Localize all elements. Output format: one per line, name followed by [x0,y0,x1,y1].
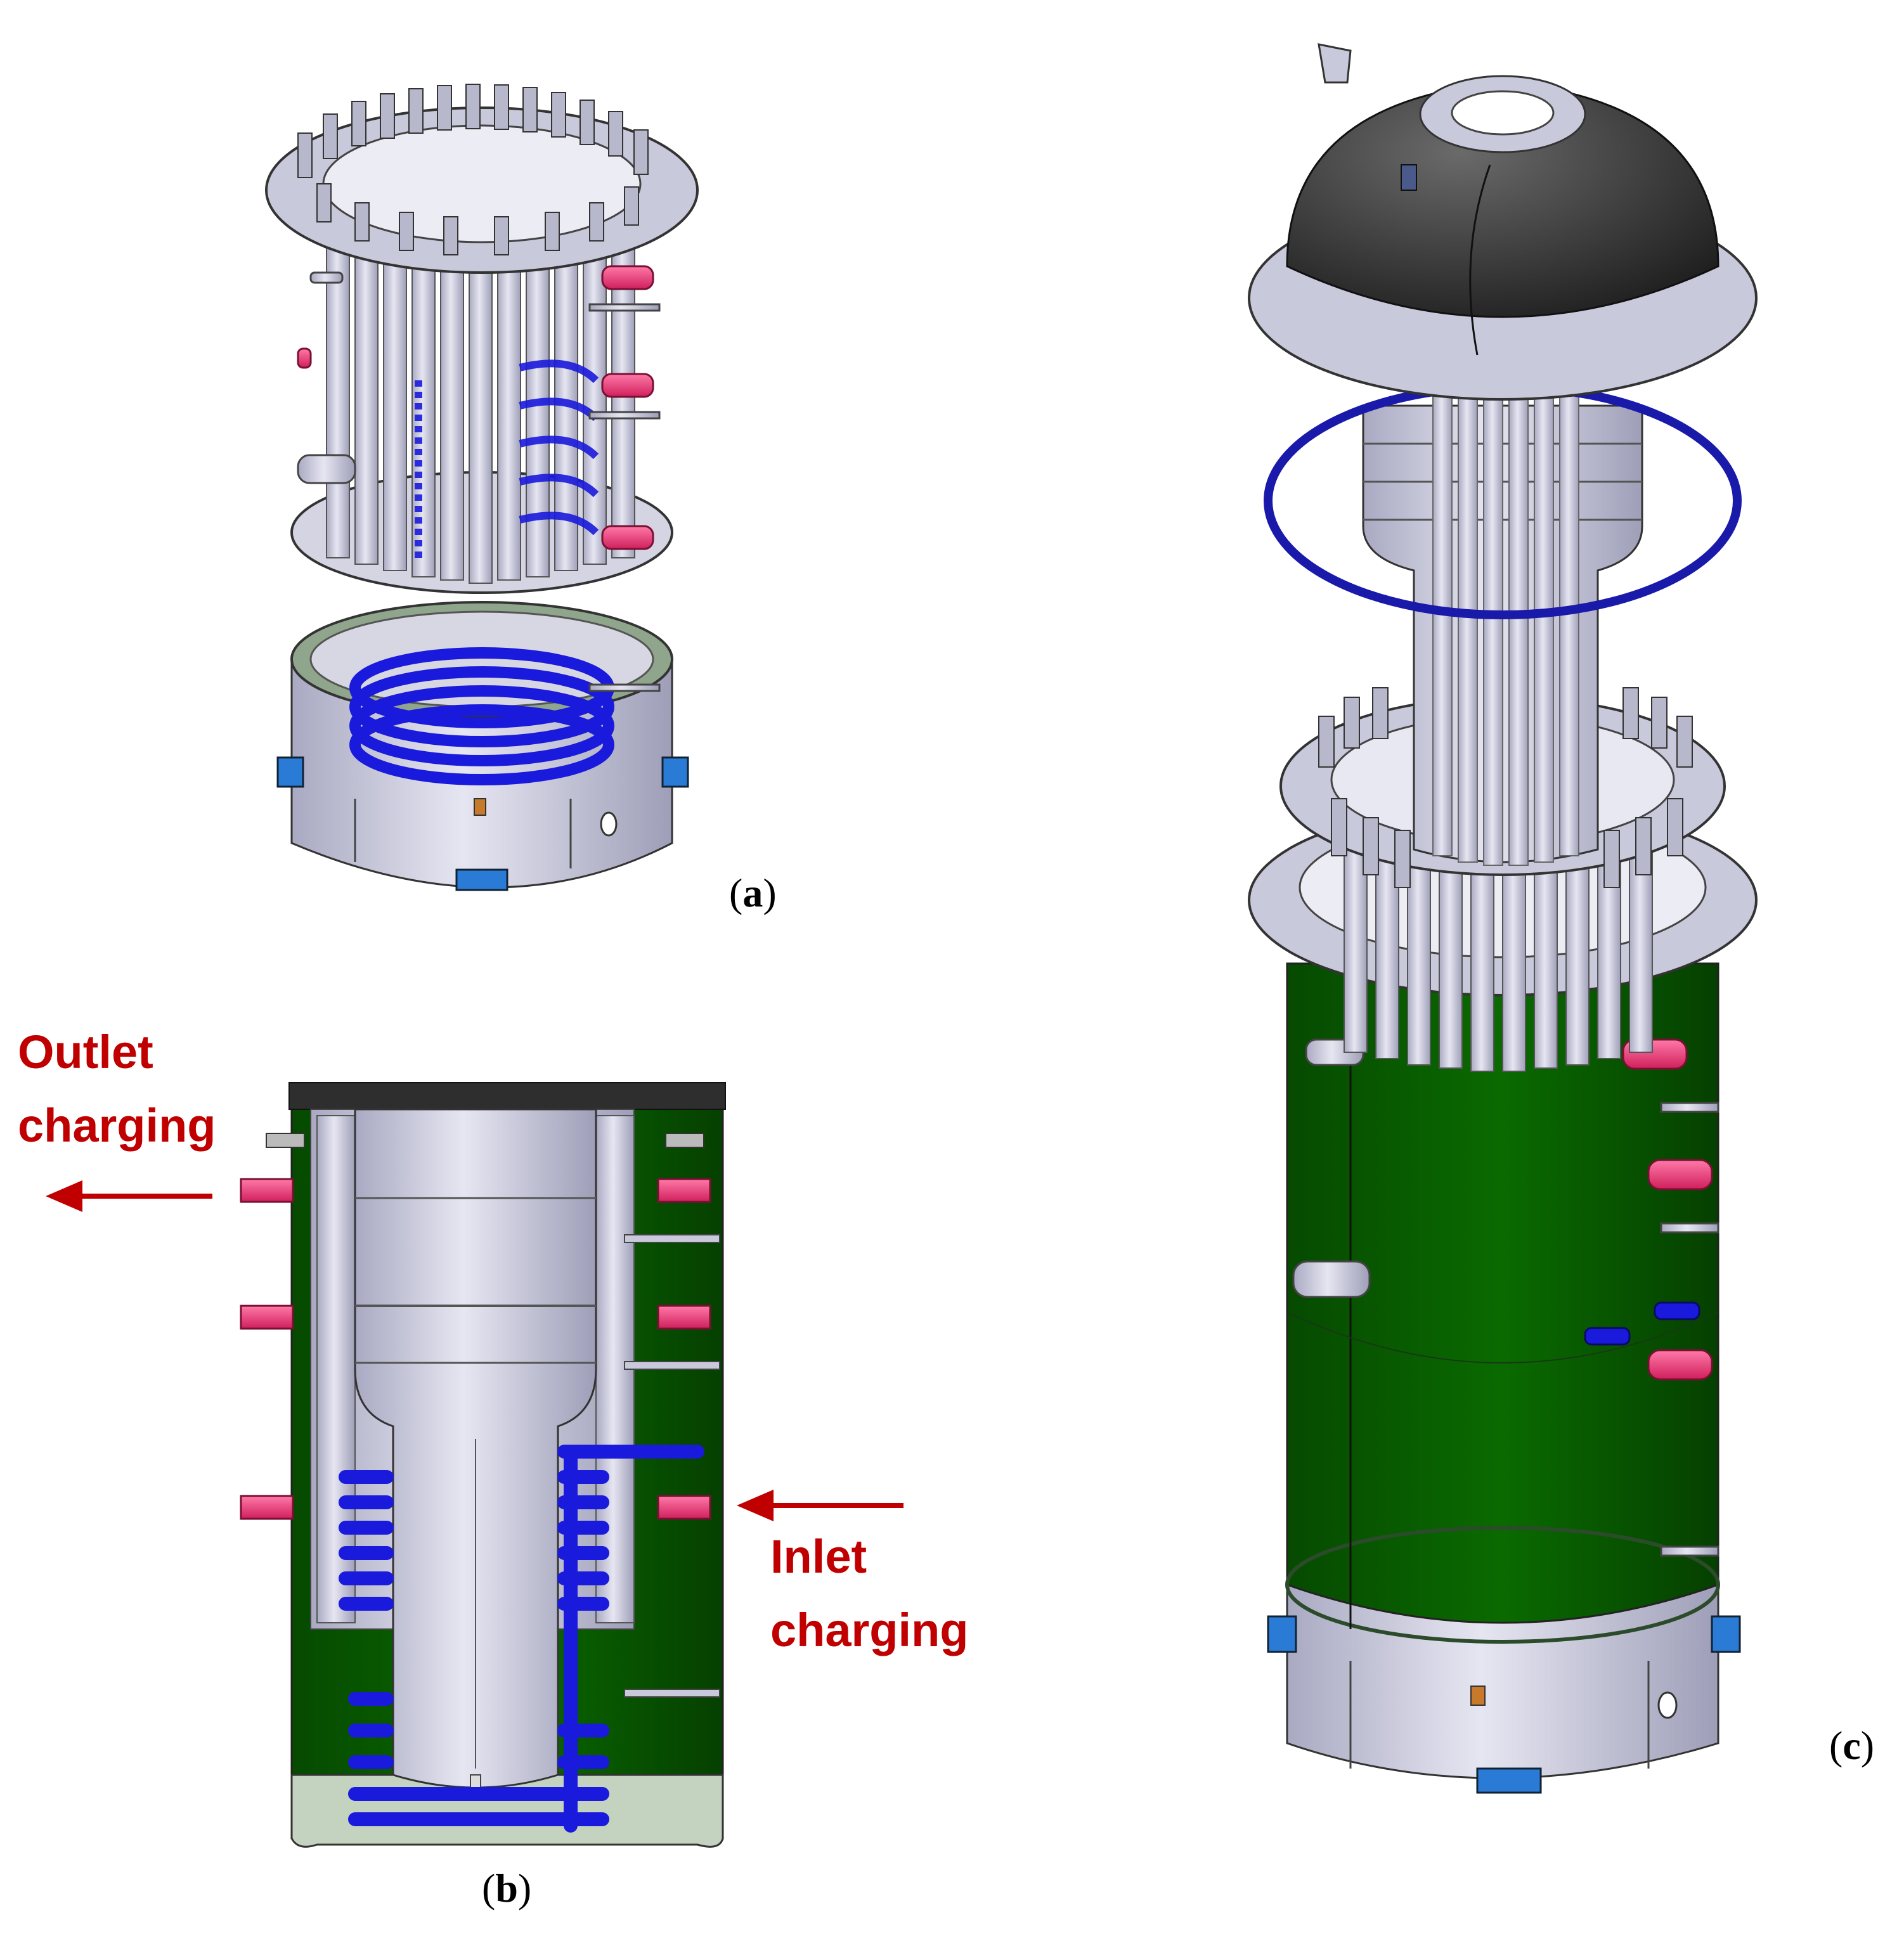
panel-c-flange-bolts [1318,687,1693,888]
panel-a-support-brackets [276,756,689,891]
outlet-charging-label: Outlet charging [18,1015,216,1163]
panel-c-support-brackets [1267,1615,1741,1794]
panel-c-exploded-assembly: (c) [1248,43,1874,1794]
panel-b-nozzles [240,1178,711,1520]
panel-a-heat-exchanger: (a) [265,84,777,915]
outlet-charging-line2: charging [18,1099,216,1152]
panel-c-tube-bundle [1344,849,1653,1072]
panel-a-nozzles [297,265,654,550]
inlet-charging-line1: Inlet [770,1530,867,1583]
panel-b-coil [339,1445,704,1833]
panel-a-flange-bolts [297,84,649,255]
panel-c-label: (c) [1829,1723,1874,1768]
inlet-charging-label: Inlet charging [770,1520,968,1667]
panel-a-label: (a) [729,870,777,915]
panel-b-cross-section: (b) [46,1082,903,1911]
panel-b-label: (b) [482,1866,531,1911]
outlet-charging-line1: Outlet [18,1026,153,1078]
panel-b-outlet-arrow [46,1180,212,1212]
panel-b-inlet-arrow [737,1490,903,1521]
inlet-charging-line2: charging [770,1604,969,1656]
